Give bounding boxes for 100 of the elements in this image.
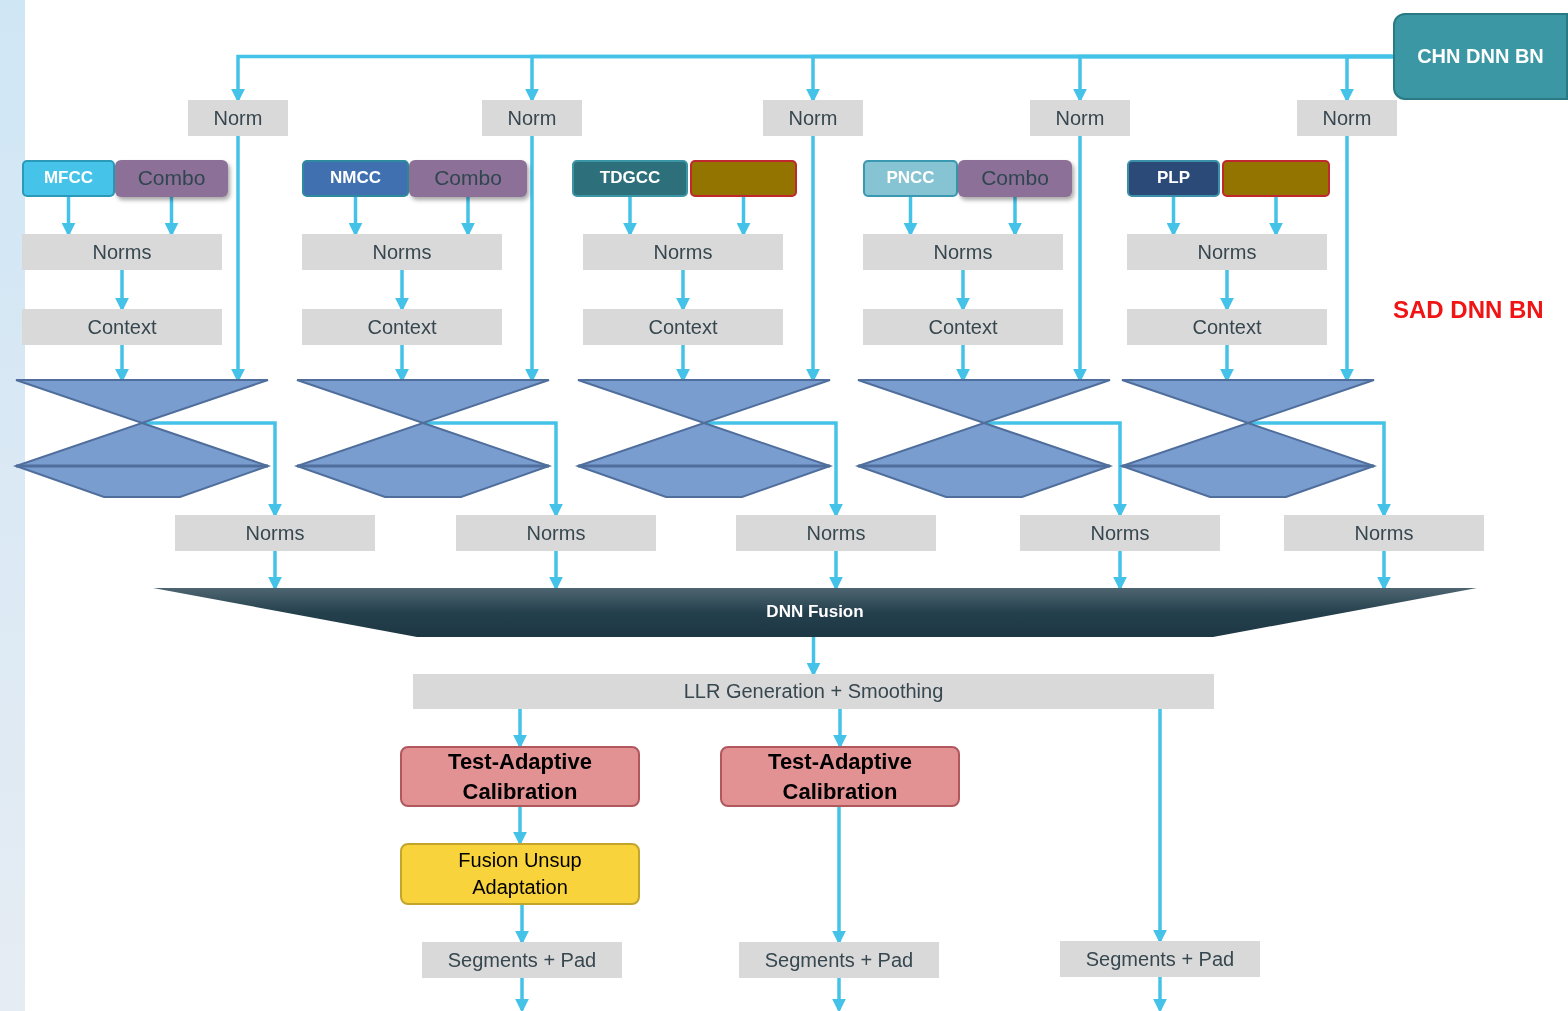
box-text: Norm xyxy=(213,105,263,131)
box-text: PLP xyxy=(1156,167,1191,190)
feature-box xyxy=(1222,160,1330,197)
process-box xyxy=(763,100,863,136)
arrow xyxy=(1113,551,1127,591)
process-box xyxy=(1020,515,1220,551)
feature-box xyxy=(863,160,958,197)
box-text: DNN Fusion xyxy=(766,601,864,624)
box-text: Segments + Pad xyxy=(764,947,914,973)
box-text: CHN DNN BN xyxy=(1417,44,1544,69)
process-box xyxy=(736,515,936,551)
arrow xyxy=(1220,270,1234,312)
arrow xyxy=(268,551,282,591)
calibration-box xyxy=(720,746,960,807)
process-box xyxy=(583,234,783,270)
arrow xyxy=(1166,197,1181,237)
box-text: Segments + Pad xyxy=(1085,946,1235,972)
feature-box xyxy=(115,160,228,197)
process-box xyxy=(188,100,288,136)
arrow xyxy=(348,197,363,237)
box-text: Norms xyxy=(653,239,713,265)
arrow xyxy=(832,807,846,945)
arrow xyxy=(61,197,76,237)
hourglass-block xyxy=(297,380,549,497)
hourglass-block xyxy=(1122,380,1374,497)
arrow xyxy=(515,905,529,945)
feature-box xyxy=(572,160,688,197)
process-box xyxy=(456,515,656,551)
process-box xyxy=(1030,100,1130,136)
box-text: Context xyxy=(1192,314,1262,340)
arrow xyxy=(1153,709,1167,944)
hourglass-block xyxy=(16,380,268,497)
box-text: Combo xyxy=(981,165,1049,192)
arrow xyxy=(513,709,527,749)
process-box xyxy=(1284,515,1484,551)
box-text: Norms xyxy=(933,239,993,265)
adaptation-box xyxy=(400,843,640,905)
box-text: LLR Generation + Smoothing xyxy=(683,679,944,704)
arrow xyxy=(956,270,970,312)
box-text: Norm xyxy=(1055,105,1105,131)
process-box xyxy=(302,309,502,345)
arrow xyxy=(623,197,637,237)
process-box xyxy=(1060,941,1260,977)
hourglass-block xyxy=(578,380,830,497)
box-text: MFCC xyxy=(43,167,94,190)
arrow xyxy=(115,270,129,312)
feature-box xyxy=(22,160,115,197)
box-text: Norms xyxy=(1197,239,1257,265)
feature-box xyxy=(958,160,1072,197)
arrow xyxy=(806,637,821,677)
process-box xyxy=(1297,100,1397,136)
arrow xyxy=(1008,197,1022,237)
arrow xyxy=(676,270,690,312)
box-text: Norm xyxy=(507,105,557,131)
feature-box xyxy=(1127,160,1220,197)
box-text: Combo xyxy=(137,165,206,192)
process-box xyxy=(413,674,1214,709)
box-text: Norms xyxy=(1090,520,1150,546)
arrow xyxy=(549,551,563,591)
arrow xyxy=(1340,54,1393,103)
hourglass-block xyxy=(858,380,1110,497)
box-text: Fusion Unsup Adaptation xyxy=(457,848,583,900)
box-text: Norms xyxy=(245,520,305,546)
arrow xyxy=(1153,977,1167,1011)
arrow xyxy=(1269,197,1283,237)
box-text: Norms xyxy=(92,239,152,265)
box-text: Norm xyxy=(788,105,838,131)
box-text: Context xyxy=(87,314,157,340)
network-box xyxy=(1393,13,1568,100)
box-text: Context xyxy=(367,314,437,340)
process-box xyxy=(863,309,1063,345)
arrow xyxy=(832,978,846,1011)
calibration-box xyxy=(400,746,640,807)
box-text: Norms xyxy=(1354,520,1414,546)
box-text: Norms xyxy=(526,520,586,546)
box-text: Norm xyxy=(1322,105,1372,131)
box-text: PNCC xyxy=(886,167,935,190)
box-text: TDGCC xyxy=(599,167,661,190)
arrow xyxy=(1377,551,1391,591)
box-text: Segments + Pad xyxy=(447,947,597,973)
process-box xyxy=(739,942,939,978)
box-text: Combo xyxy=(434,165,502,192)
arrow xyxy=(513,807,527,846)
box-text: Norms xyxy=(806,520,866,546)
section-label: SAD DNN BN xyxy=(1393,296,1544,324)
process-box xyxy=(175,515,375,551)
arrow xyxy=(461,197,475,237)
feature-box xyxy=(409,160,527,197)
box-text: Norms xyxy=(372,239,432,265)
process-box xyxy=(482,100,582,136)
arrow xyxy=(164,197,179,237)
arrow xyxy=(903,197,918,237)
arrow xyxy=(829,551,843,591)
process-box xyxy=(863,234,1063,270)
process-box xyxy=(422,942,622,978)
feature-box xyxy=(302,160,409,197)
fusion-banner xyxy=(153,588,1477,637)
box-text: Context xyxy=(928,314,998,340)
process-box xyxy=(1127,309,1327,345)
arrow xyxy=(833,709,847,749)
